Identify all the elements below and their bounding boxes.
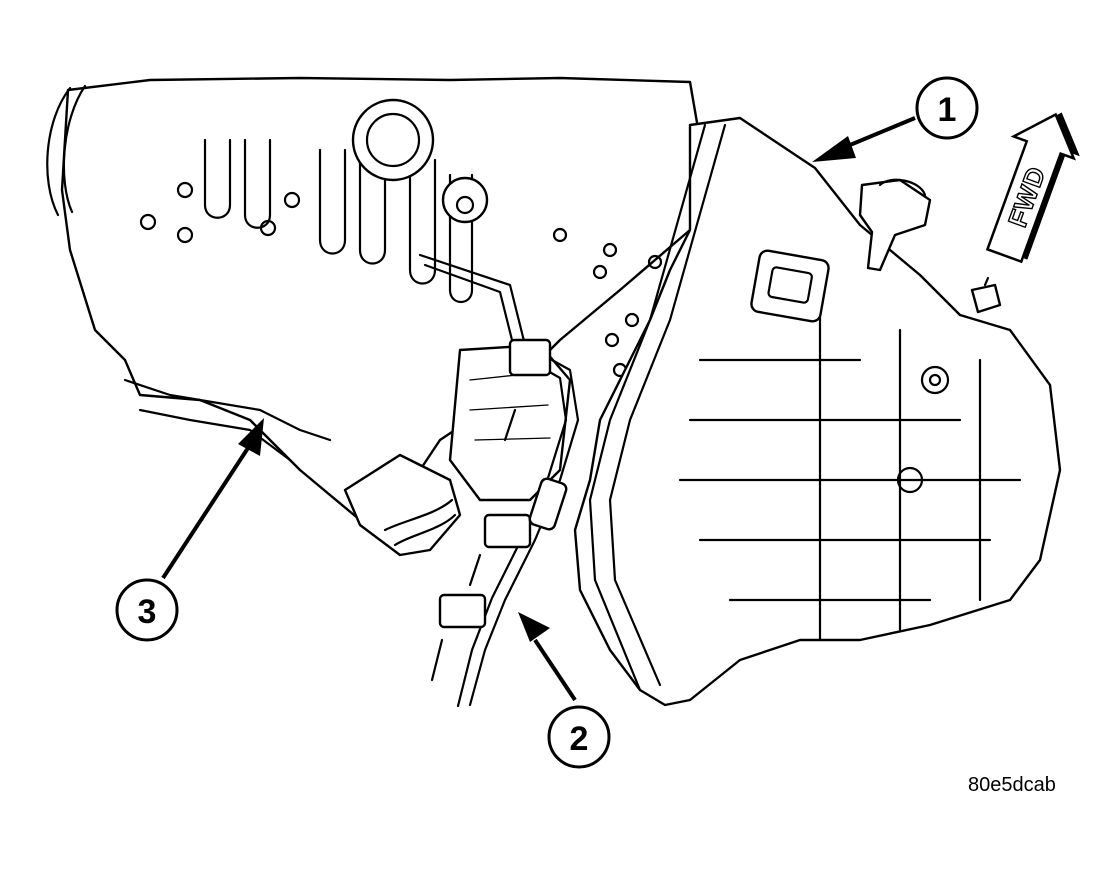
engine-block [46, 76, 702, 557]
callout-2-number: 2 [570, 720, 589, 758]
callout-arrow-1 [812, 116, 916, 162]
transmission-case [573, 116, 1062, 707]
reference-code: 80e5dcab [968, 774, 1056, 796]
callout-3-number: 3 [138, 593, 157, 631]
fwd-direction-arrow: FWD [985, 112, 1080, 264]
callout-1: 1 [915, 76, 979, 140]
callout-2: 2 [547, 705, 611, 769]
callout-3: 3 [115, 578, 179, 642]
callout-arrow-2 [518, 612, 577, 702]
cooler-line [418, 253, 580, 708]
callout-arrow-3 [161, 418, 264, 580]
callout-1-number: 1 [938, 91, 957, 129]
